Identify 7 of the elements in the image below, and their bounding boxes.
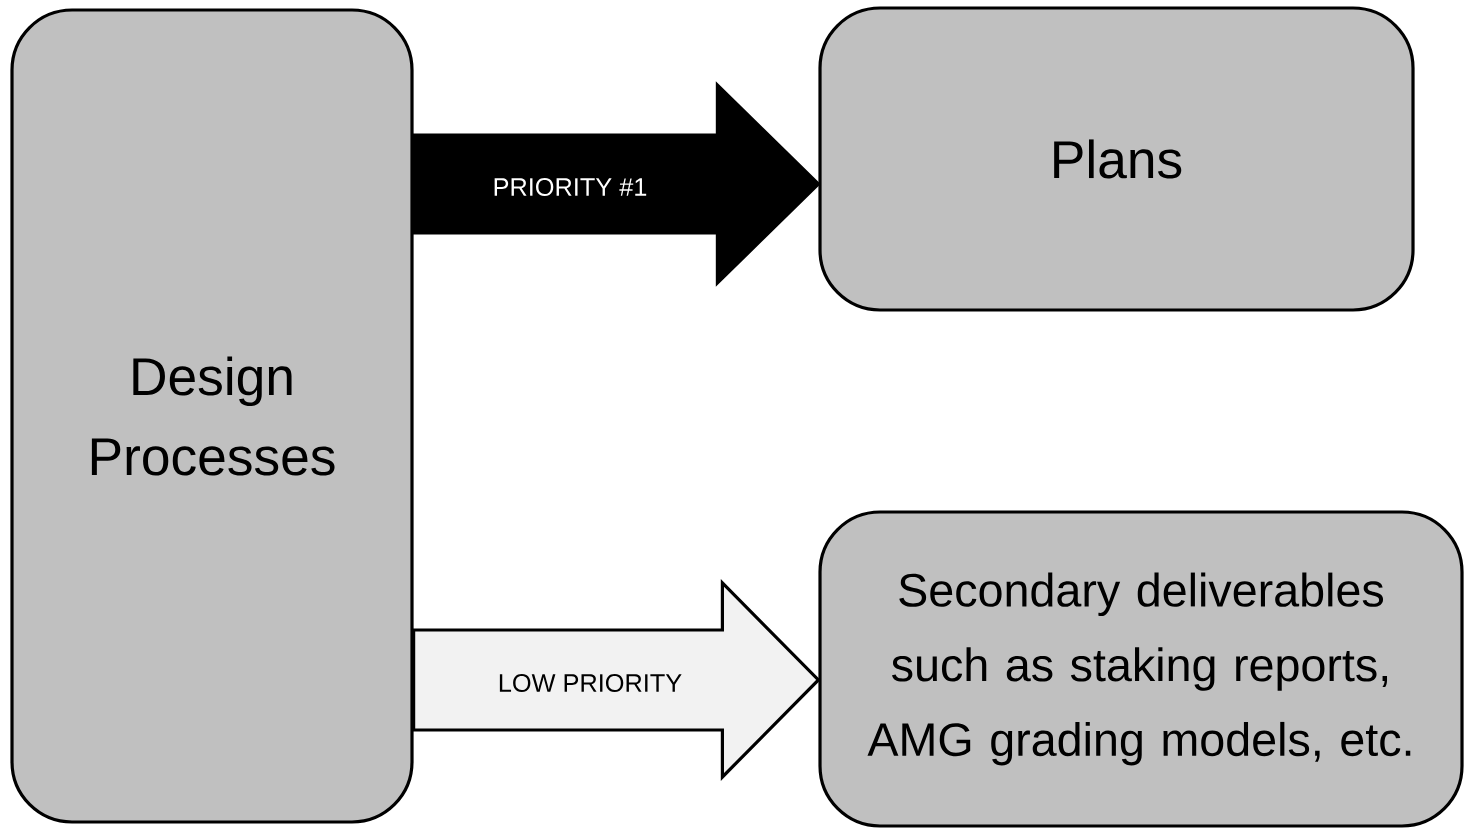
process-box: Design Processes	[10, 8, 414, 824]
edge-label: LOW PRIORITY	[496, 672, 684, 694]
process-box: Plans	[818, 6, 1415, 312]
process-box: Secondary deliverables such as staking reports, AMG grading models, etc.	[818, 510, 1464, 828]
block-arrow	[412, 579, 821, 781]
edge-label: PRIORITY #1	[491, 176, 649, 198]
block-arrow	[412, 81, 821, 287]
